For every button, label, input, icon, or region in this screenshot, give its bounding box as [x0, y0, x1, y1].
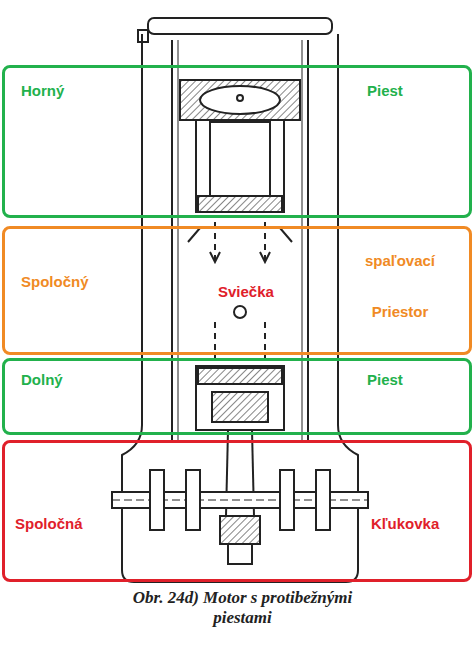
highlight-band: SpoločnýSviečka spaľovací Priestor [2, 226, 472, 355]
part-label: Sviečka [216, 283, 276, 301]
part-label: Spoločná [15, 515, 83, 533]
highlight-band: Horný Piest [2, 65, 472, 218]
part-label: Kľukovka [371, 515, 439, 533]
part-label: Piest [367, 371, 403, 389]
part-label: Dolný [21, 371, 63, 389]
highlight-band: Spoločná Kľukovka [2, 440, 472, 582]
part-label: Spoločný [21, 273, 89, 291]
part-label: spaľovací Priestor [350, 235, 450, 337]
figure-caption: Obr. 24d) Motor s protibežnými piestami [105, 588, 380, 628]
part-label: Horný [21, 82, 64, 100]
highlight-band: Dolný Piest [2, 358, 472, 435]
part-label: Piest [367, 82, 403, 100]
